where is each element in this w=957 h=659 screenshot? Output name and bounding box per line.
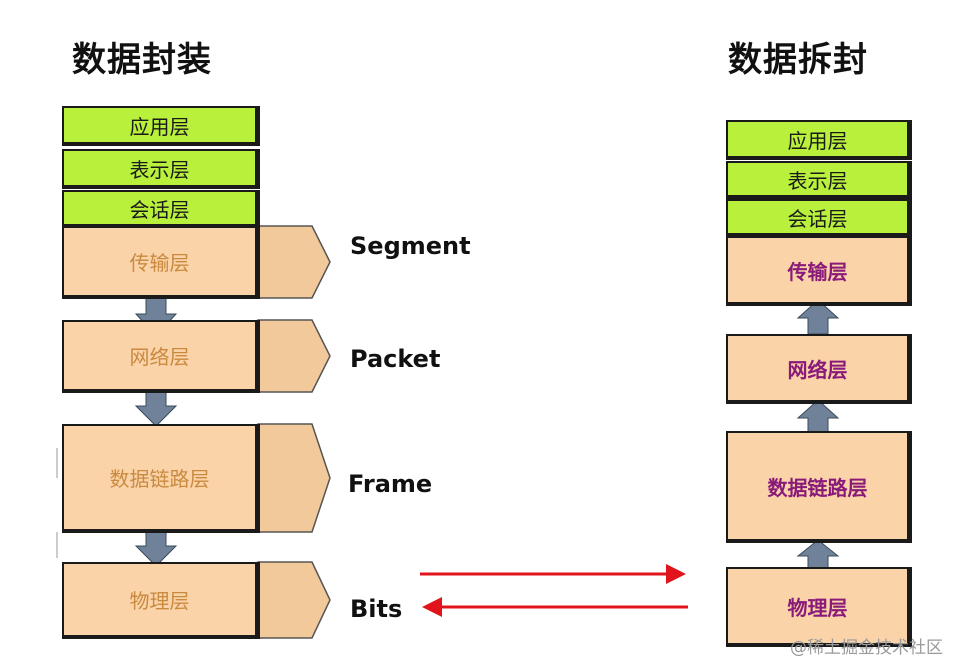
pdu-tab-bits xyxy=(257,561,331,639)
left-layer-data-link: 数据链路层 xyxy=(62,424,260,533)
encapsulation-title: 数据封装 xyxy=(72,40,212,80)
watermark: @稀土掘金技术社区 xyxy=(790,638,943,658)
right-layer-session: 会话层 xyxy=(726,199,912,237)
left-layer-presentation: 表示层 xyxy=(62,149,260,189)
up-arrow-icon xyxy=(796,399,840,433)
decapsulation-title: 数据拆封 xyxy=(728,40,868,80)
up-arrow-icon xyxy=(796,539,840,569)
left-layer-session: 会话层 xyxy=(62,190,260,228)
right-arrow-icon xyxy=(420,564,686,584)
pdu-label-frame: Frame xyxy=(348,470,433,498)
right-layer-application: 应用层 xyxy=(726,120,912,160)
left-layer-transport: 传输层 xyxy=(62,226,260,299)
pdu-label-packet: Packet xyxy=(350,345,441,373)
right-layer-network: 网络层 xyxy=(726,334,912,404)
pdu-label-bits: Bits xyxy=(350,595,403,623)
left-layer-physical: 物理层 xyxy=(62,562,260,639)
right-layer-presentation: 表示层 xyxy=(726,161,912,199)
pdu-label-segment: Segment xyxy=(350,232,471,260)
pdu-tab-frame xyxy=(257,423,331,533)
right-layer-data-link: 数据链路层 xyxy=(726,431,912,543)
pdu-tab-packet xyxy=(257,319,331,393)
down-arrow-icon xyxy=(134,390,178,427)
left-arrow-icon xyxy=(422,597,688,617)
pdu-tab-segment xyxy=(257,225,331,299)
down-arrow-icon xyxy=(134,530,178,567)
left-layer-application: 应用层 xyxy=(62,106,260,146)
left-layer-network: 网络层 xyxy=(62,320,260,393)
right-layer-transport: 传输层 xyxy=(726,236,912,306)
right-layer-physical: 物理层 xyxy=(726,567,912,647)
